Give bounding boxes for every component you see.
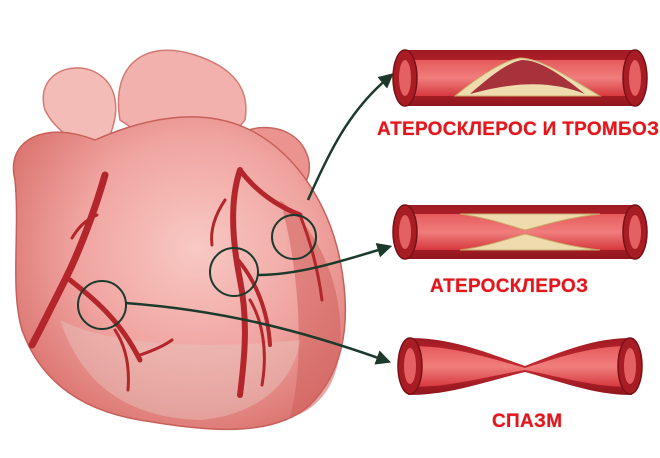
label-spasm: СПАЗМ bbox=[492, 411, 563, 432]
vessel-with-plaque bbox=[392, 204, 648, 260]
label-atherosclerosis: АТЕРОСКЛЕРОЗ bbox=[430, 276, 589, 297]
label-thrombosis: АТЕРОСКЛЕРОС И ТРОМБОЗ bbox=[377, 119, 660, 140]
highlight-circle-left bbox=[77, 280, 127, 330]
vessel-with-plaque-and-clot bbox=[392, 49, 648, 107]
arrow-to-thrombosis bbox=[306, 73, 394, 201]
constricted-vessel bbox=[397, 337, 643, 395]
clot-1 bbox=[470, 60, 585, 94]
arrow-to-atherosclerosis bbox=[257, 242, 393, 277]
arrow-to-spasm bbox=[125, 301, 392, 365]
heart-shadow bbox=[280, 200, 341, 418]
plaque-bottom bbox=[459, 233, 601, 251]
pointer-arrows bbox=[125, 73, 394, 365]
highlight-circle-right bbox=[271, 214, 317, 260]
heart-illustration bbox=[12, 49, 347, 431]
plaque-top bbox=[459, 213, 601, 231]
coronary-arteries bbox=[28, 167, 324, 398]
highlight-circle-middle bbox=[209, 247, 259, 297]
